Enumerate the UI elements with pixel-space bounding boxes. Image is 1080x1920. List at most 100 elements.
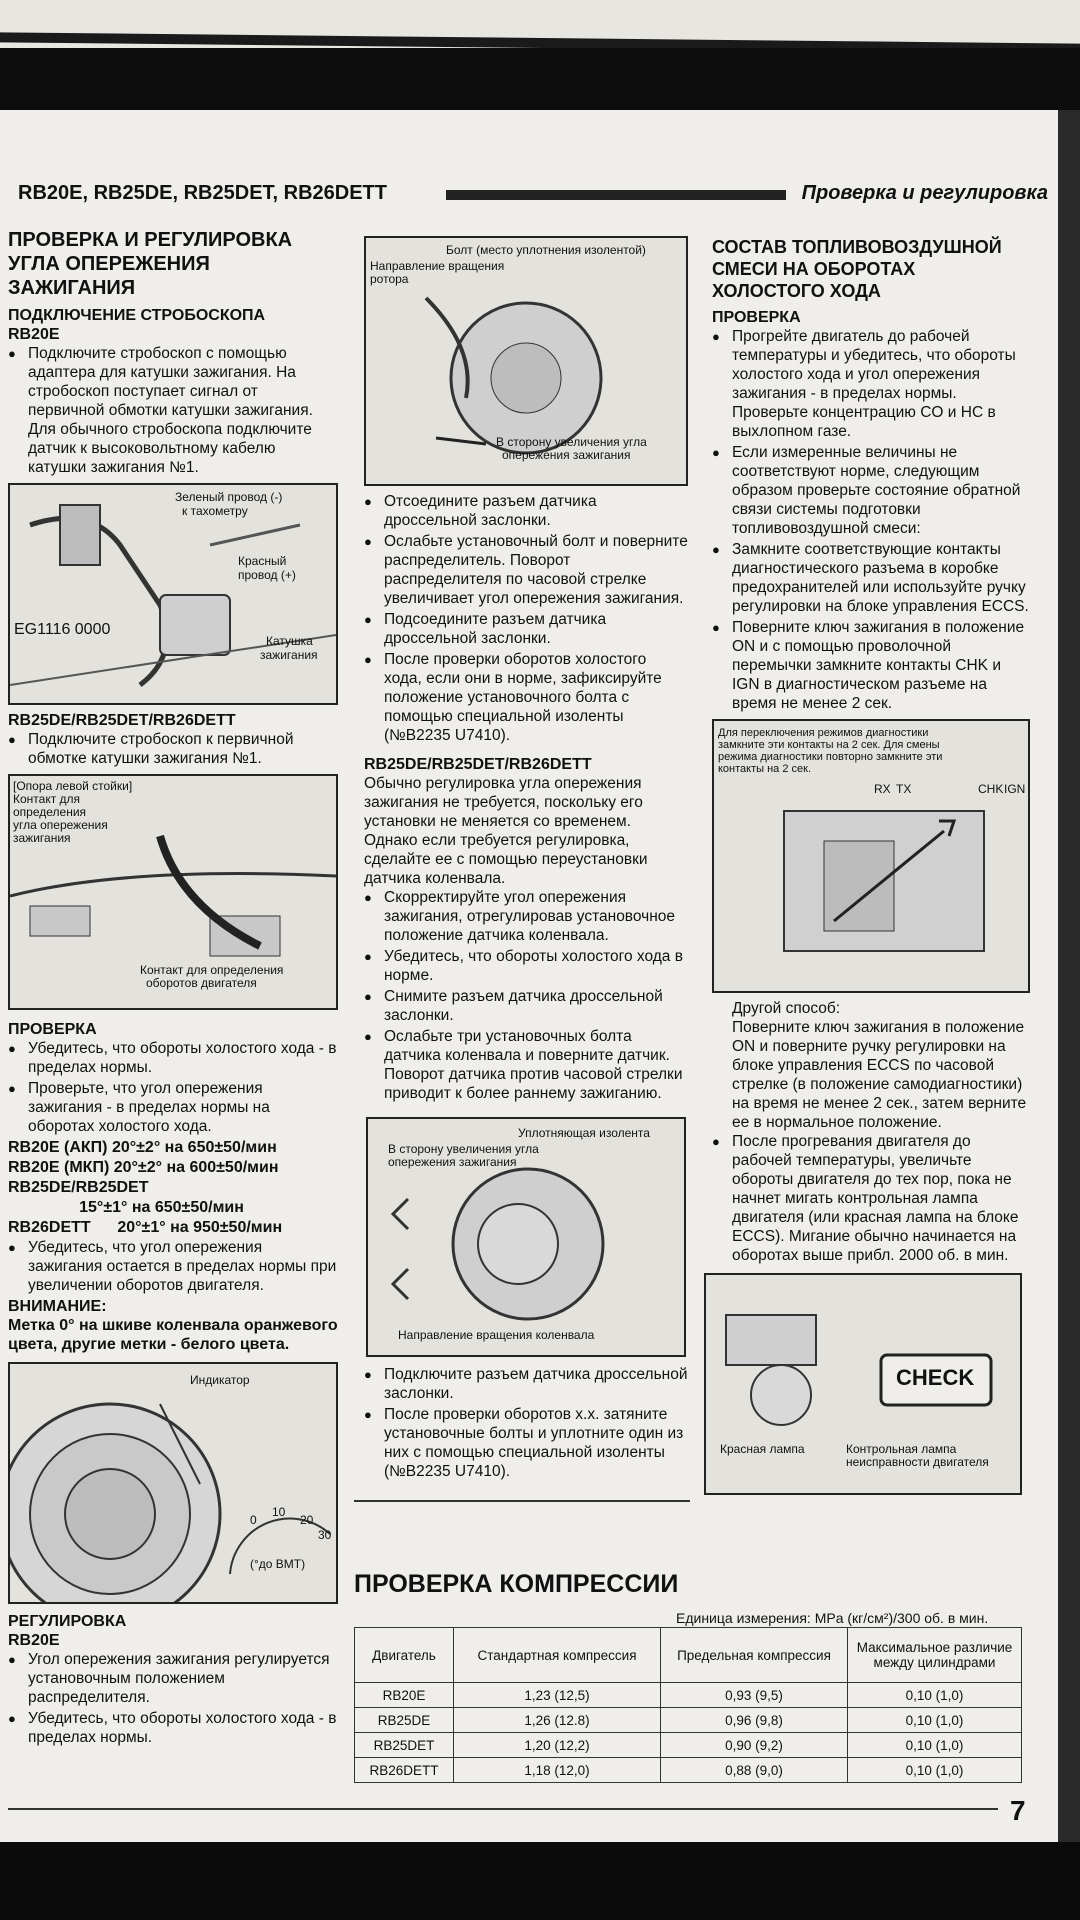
spec-rb20e-mt: RB20E (МКП) 20°±2° на 600±50/мин: [8, 1159, 279, 1176]
mixture-title: СОСТАВ ТОПЛИВОВОЗДУШНОЙ СМЕСИ НА ОБОРОТА…: [712, 237, 1002, 301]
bottom-dark-band: [0, 1842, 1080, 1920]
table-cell: 0,10 (1,0): [847, 1732, 1022, 1758]
strut-label-3: определения: [13, 805, 87, 819]
middle-model-group: RB25DE/RB25DET/RB26DETT: [364, 756, 592, 773]
table-row: RB25DE 1,26 (12.8) 0,96 (9,8) 0,10 (1,0): [354, 1707, 1022, 1733]
loosen-distributor: Ослабьте установочный болт и поверните р…: [364, 532, 688, 608]
mixture-diag-connector: Замкните соответствующие контакты диагно…: [712, 540, 1030, 616]
table-cell: RB25DE: [354, 1707, 454, 1733]
check-timing: Проверьте, что угол опережения зажигания…: [8, 1079, 338, 1136]
engine-lamp-label-2: неисправности двигателя: [846, 1455, 989, 1469]
attention-text: Метка 0° на шкиве коленвала оранжевого ц…: [8, 1317, 338, 1353]
check-lamp-text: CHECK: [896, 1365, 975, 1390]
spec-rb25-label: RB25DE/RB25DET: [8, 1179, 149, 1196]
header-section: Проверка и регулировка: [801, 182, 1048, 204]
compression-unit: Единица измерения: MPa (кг/см²)/300 об. …: [676, 1610, 989, 1626]
coil-label-red: Красный: [238, 554, 287, 568]
pulley-label-btdc: (°до ВМТ): [250, 1557, 306, 1571]
adjust-distributor: Угол опережения зажигания регулируется у…: [8, 1650, 338, 1707]
mixture-feedback: Если измеренные величины не соответствую…: [712, 443, 1030, 538]
spec-rb26: RB26DETT 20°±1° на 950±50/мин: [8, 1219, 283, 1236]
table-cell: RB25DET: [354, 1732, 454, 1758]
table-cell: 0,90 (9,2): [660, 1732, 848, 1758]
attention-label: ВНИМАНИЕ:: [8, 1298, 107, 1315]
crank-sensor-figure: Уплотняющая изолента В сторону увеличени…: [366, 1117, 686, 1357]
diag-connector-figure: Для переключения режимов диагностики зам…: [712, 719, 1030, 993]
other-method-text: Поверните ключ зажигания в положение ON …: [732, 1019, 1027, 1131]
diag-label-1: Для переключения режимов диагностики: [718, 727, 929, 739]
crank-label-rotation: Направление вращения коленвала: [398, 1328, 595, 1342]
header-models: RB20E, RB25DE, RB25DET, RB26DETT: [18, 182, 387, 204]
connect-tps: Подсоедините разъем датчика дроссельной …: [364, 610, 688, 648]
coil-label-ignition: зажигания: [260, 648, 318, 662]
red-lamp-label: Красная лампа: [720, 1442, 805, 1456]
table-cell: RB26DETT: [354, 1757, 454, 1783]
table-cell: 1,18 (12,0): [453, 1757, 661, 1783]
check-idle: Убедитесь, что обороты холостого хода - …: [8, 1039, 338, 1077]
pulley-tick-30: 30: [318, 1528, 332, 1542]
section-divider: [354, 1500, 690, 1502]
crank-label-timing: опережения зажигания: [388, 1155, 517, 1169]
model-rb25-group: RB25DE/RB25DET/RB26DETT: [8, 712, 236, 729]
footer-rule: [8, 1808, 998, 1810]
middle-column: Болт (место уплотнения изолентой) Направ…: [364, 236, 688, 1483]
pulley-tick-0: 0: [250, 1513, 257, 1527]
disconnect-tps: Отсоедините разъем датчика дроссельной з…: [364, 492, 688, 530]
distributor-drawing: [424, 296, 603, 455]
distributor-label-advance: В сторону увеличения угла: [496, 435, 647, 449]
scan-top-edge: [0, 0, 1080, 48]
strut-label-5: зажигания: [13, 831, 71, 845]
spec-rb20e-at: RB20E (АКП) 20°±2° на 650±50/мин: [8, 1139, 277, 1156]
loosen-crank-bolts: Ослабьте три установочных болта датчика …: [364, 1027, 688, 1103]
table-header: Двигатель: [354, 1627, 454, 1683]
pulley-figure: Индикатор 0 10 20 30 (°до ВМТ): [8, 1362, 338, 1604]
distributor-label-bolt: Болт (место уплотнения изолентой): [446, 243, 646, 257]
table-cell: RB20E: [354, 1682, 454, 1708]
table-cell: 1,26 (12.8): [453, 1707, 661, 1733]
check-rpm: Убедитесь, что угол опережения зажигания…: [8, 1238, 338, 1295]
crank-label-advance: В сторону увеличения угла: [388, 1142, 539, 1156]
mixture-rev-up: После прогревания двигателя до рабочей т…: [712, 1132, 1030, 1265]
pulley-label-indicator: Индикатор: [190, 1373, 250, 1387]
table-header: Предельная компрессия: [660, 1627, 848, 1683]
adjust-idle: Убедитесь, что обороты холостого хода - …: [8, 1709, 338, 1747]
check-lamp-figure: CHECK Красная лампа Контрольная лампа не…: [704, 1273, 1022, 1495]
other-method-label: Другой способ:: [732, 1000, 841, 1017]
table-cell: 1,23 (12,5): [453, 1682, 661, 1708]
spec-rb25-value: 15°±1° на 650±50/мин: [8, 1199, 244, 1216]
check-idle-normal: Убедитесь, что обороты холостого хода в …: [364, 947, 688, 985]
primary-winding-paragraph: Подключите стробоскоп к первичной обмотк…: [8, 730, 338, 768]
table-row: RB25DET 1,20 (12,2) 0,90 (9,2) 0,10 (1,0…: [354, 1732, 1022, 1758]
fix-bolt: После проверки оборотов холостого хода, …: [364, 650, 688, 745]
middle-paragraph: Обычно регулировка угла опережения зажиг…: [364, 775, 648, 887]
mixture-check-title: ПРОВЕРКА: [712, 309, 801, 326]
diag-pin-tx: TX: [896, 782, 912, 796]
strut-label-7: оборотов двигателя: [146, 976, 257, 990]
table-cell: 0,10 (1,0): [847, 1682, 1022, 1708]
diag-connector-drawing: [783, 810, 985, 952]
model-rb20e: RB20E: [8, 326, 60, 343]
diag-pin-ign: IGN: [1004, 782, 1026, 796]
diag-label-2: замкните эти контакты на 2 сек. Для смен…: [718, 739, 940, 751]
pulley-drawing: [10, 1402, 331, 1602]
distributor-label-rotor: ротора: [370, 272, 409, 286]
coil-figure: Зеленый провод (-) к тахометру Красный п…: [8, 483, 338, 705]
strut-figure: [Опора левой стойки] Контакт для определ…: [8, 774, 338, 1010]
ignition-timing-title: ПРОВЕРКА И РЕГУЛИРОВКА УГЛА ОПЕРЕЖЕНИЯ З…: [8, 229, 293, 299]
table-cell: 0,93 (9,5): [660, 1682, 848, 1708]
page-header: RB20E, RB25DE, RB25DET, RB26DETT Проверк…: [18, 182, 1048, 208]
table-row: RB26DETT 1,18 (12,0) 0,88 (9,0) 0,10 (1,…: [354, 1757, 1022, 1783]
adjust-crank-sensor: Скорректируйте угол опережения зажигания…: [364, 888, 688, 945]
strut-label-2: Контакт для: [13, 792, 81, 806]
table-cell: 0,10 (1,0): [847, 1707, 1022, 1733]
check-title: ПРОВЕРКА: [8, 1021, 97, 1038]
table-header: Стандартная компрессия: [453, 1627, 661, 1683]
diag-pin-chk: CHK: [978, 782, 1004, 796]
table-row: RB20E 1,23 (12,5) 0,93 (9,5) 0,10 (1,0): [354, 1682, 1022, 1708]
distributor-figure: Болт (место уплотнения изолентой) Направ…: [364, 236, 688, 486]
distributor-label-timing: опережения зажигания: [502, 448, 631, 462]
table-cell: 1,20 (12,2): [453, 1732, 661, 1758]
strut-drawing: [10, 834, 336, 957]
compression-title: ПРОВЕРКА КОМПРЕССИИ: [354, 1570, 679, 1598]
table-cell: 0,88 (9,0): [660, 1757, 848, 1783]
